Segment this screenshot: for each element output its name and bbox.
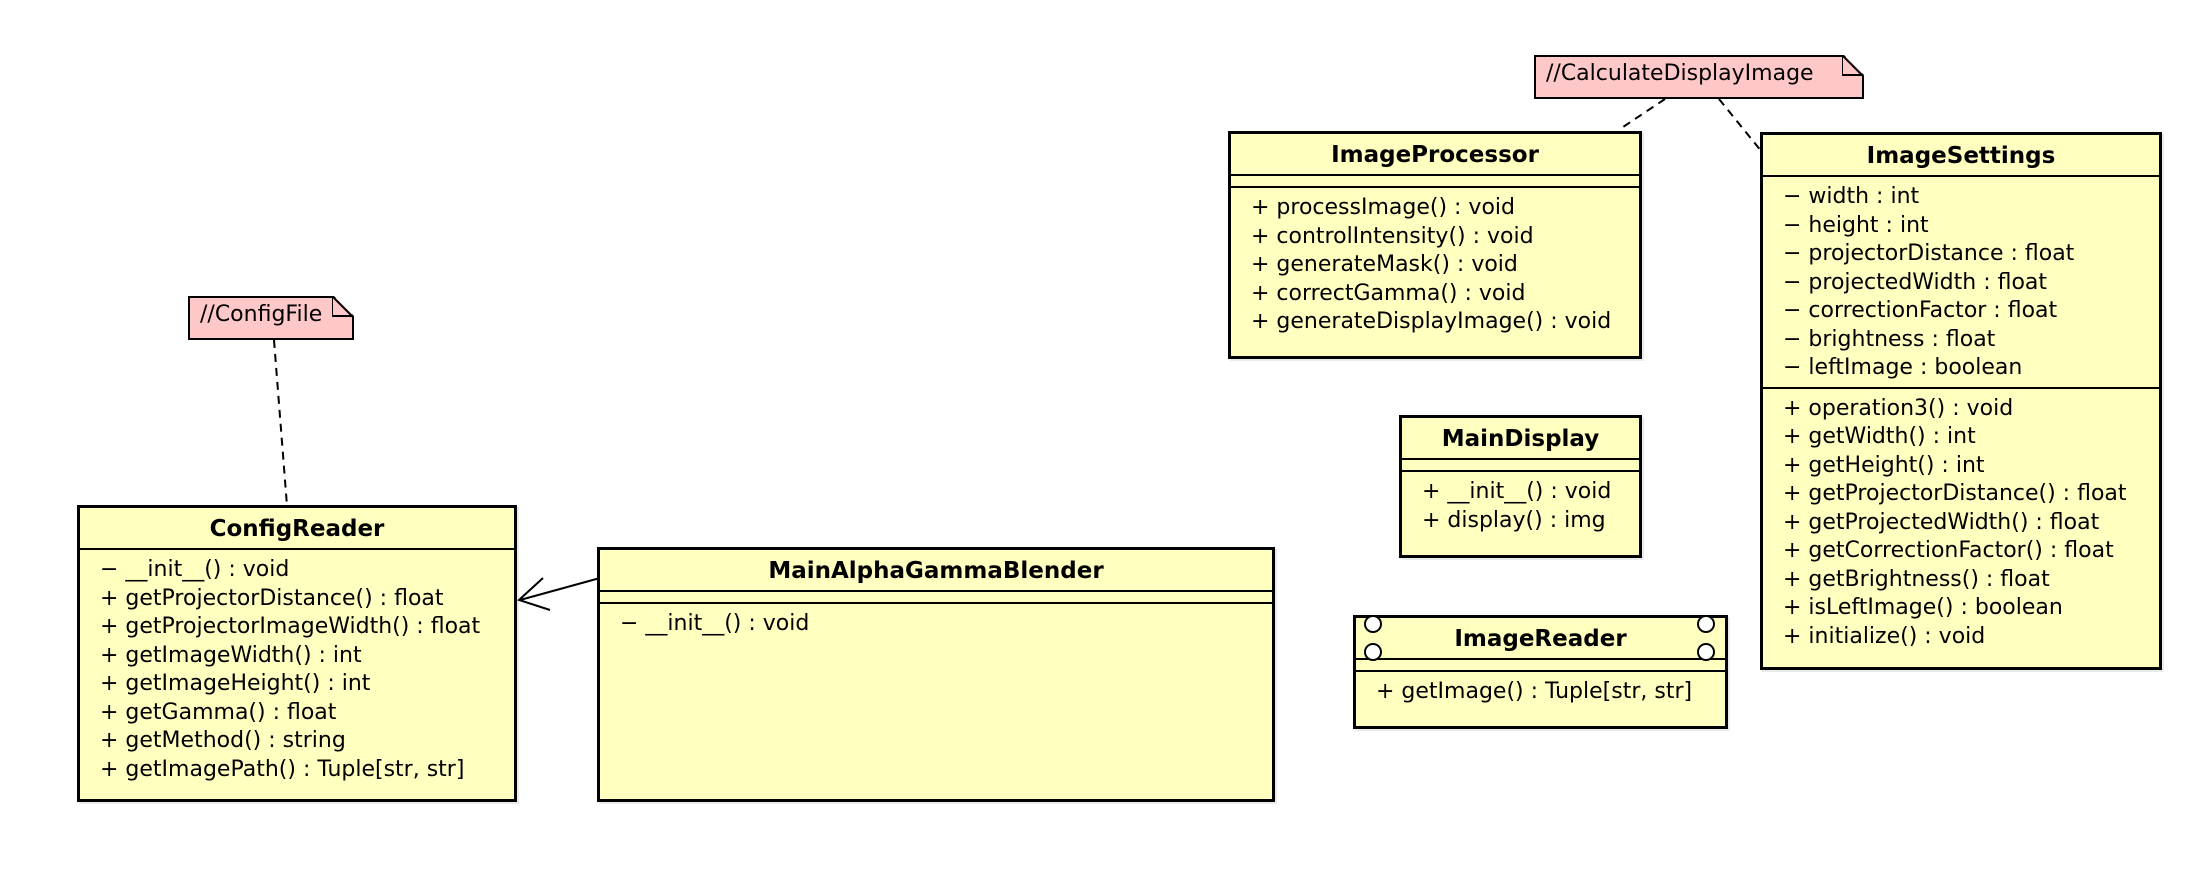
member: + getImagePath() : Tuple[str, str] — [100, 756, 465, 782]
member: + getProjectorDistance() : float — [100, 585, 444, 611]
class-name: MainDisplay — [1402, 418, 1639, 460]
attribute: − brightness : float — [1783, 326, 1996, 352]
operation: + generateMask() : void — [1251, 252, 1518, 277]
operation: + getCorrectionFactor() : float — [1783, 538, 2114, 563]
operation: + generateDisplayImage() : void — [1251, 309, 1612, 334]
class-image-settings[interactable]: ImageSettings − width : int − height : i… — [1760, 132, 2162, 670]
operation: + correctGamma() : void — [1251, 280, 1526, 306]
attributes-section — [1356, 660, 1725, 672]
operation: + getImage() : Tuple[str, str] — [1376, 679, 1693, 704]
member: + getImageWidth() : int — [100, 642, 362, 668]
attribute: − projectorDistance : float — [1783, 241, 2075, 266]
operation: + getProjectedWidth() : float — [1783, 509, 2100, 535]
circle-icon — [1697, 643, 1715, 661]
operations-section: − __init__() : void — [600, 604, 1272, 643]
class-name: ImageReader — [1356, 618, 1725, 660]
class-config-reader[interactable]: ConfigReader − __init__() : void + getPr… — [77, 505, 517, 802]
member: + getGamma() : float — [100, 699, 337, 725]
operation: + getBrightness() : float — [1783, 566, 2050, 592]
attribute: − correctionFactor : float — [1783, 298, 2058, 323]
operation: + getProjectorDistance() : float — [1783, 481, 2127, 506]
operation: + operation3() : void — [1783, 395, 2014, 421]
note-calculate-display-image-text: //CalculateDisplayImage — [1546, 61, 1814, 86]
circle-icon — [1364, 615, 1382, 633]
operation: + __init__() : void — [1422, 479, 1612, 504]
note-fold-icon — [1842, 55, 1864, 77]
note-configfile: //ConfigFile — [188, 296, 354, 340]
operation: + initialize() : void — [1783, 623, 1986, 649]
class-main-alpha-gamma-blender[interactable]: MainAlphaGammaBlender − __init__() : voi… — [597, 547, 1275, 802]
association-arrowhead — [517, 577, 551, 611]
note-configfile-text: //ConfigFile — [200, 302, 323, 327]
member: + getImageHeight() : int — [100, 671, 371, 696]
note-fold-icon — [332, 296, 354, 318]
class-main-display[interactable]: MainDisplay + __init__() : void + displa… — [1399, 415, 1642, 558]
operations-section: + processImage() : void + controlIntensi… — [1231, 188, 1639, 341]
operation: − __init__() : void — [620, 611, 810, 636]
class-image-reader[interactable]: ImageReader + getImage() : Tuple[str, st… — [1353, 615, 1728, 729]
note-link-calc-processor — [1619, 98, 1666, 130]
note-link-calc-settings — [1718, 98, 1763, 153]
class-name: MainAlphaGammaBlender — [600, 550, 1272, 592]
operation: + isLeftImage() : boolean — [1783, 595, 2063, 620]
attribute: − leftImage : boolean — [1783, 355, 2023, 380]
attribute: − width : int — [1783, 184, 1920, 209]
member: + getProjectorImageWidth() : float — [100, 614, 481, 639]
class-name: ImageSettings — [1763, 135, 2159, 177]
circle-icon — [1364, 643, 1382, 661]
class-name: ImageProcessor — [1231, 134, 1639, 176]
attributes-section — [600, 592, 1272, 604]
attribute: − projectedWidth : float — [1783, 269, 2048, 295]
operation: + processImage() : void — [1251, 195, 1515, 220]
attributes-section — [1231, 176, 1639, 188]
member: − __init__() : void — [100, 557, 290, 582]
class-image-processor[interactable]: ImageProcessor + processImage() : void +… — [1228, 131, 1642, 359]
attribute: − height : int — [1783, 212, 1929, 238]
operations-section: − __init__() : void + getProjectorDistan… — [80, 550, 514, 788]
note-link-configfile — [273, 339, 288, 507]
attributes-section: − width : int − height : int − projector… — [1763, 177, 2159, 389]
operation: + display() : img — [1422, 507, 1606, 533]
operation: + controlIntensity() : void — [1251, 223, 1534, 249]
attributes-section — [1402, 460, 1639, 472]
member: + getMethod() : string — [100, 728, 346, 753]
operations-section: + getImage() : Tuple[str, str] — [1356, 672, 1725, 711]
class-name: ConfigReader — [80, 508, 514, 550]
note-calculate-display-image: //CalculateDisplayImage — [1534, 55, 1864, 99]
operations-section: + __init__() : void + display() : img — [1402, 472, 1639, 539]
operations-section: + operation3() : void + getWidth() : int… — [1763, 389, 2159, 656]
association-line — [519, 577, 601, 601]
operation: + getHeight() : int — [1783, 452, 1985, 478]
operation: + getWidth() : int — [1783, 424, 1976, 449]
circle-icon — [1697, 615, 1715, 633]
